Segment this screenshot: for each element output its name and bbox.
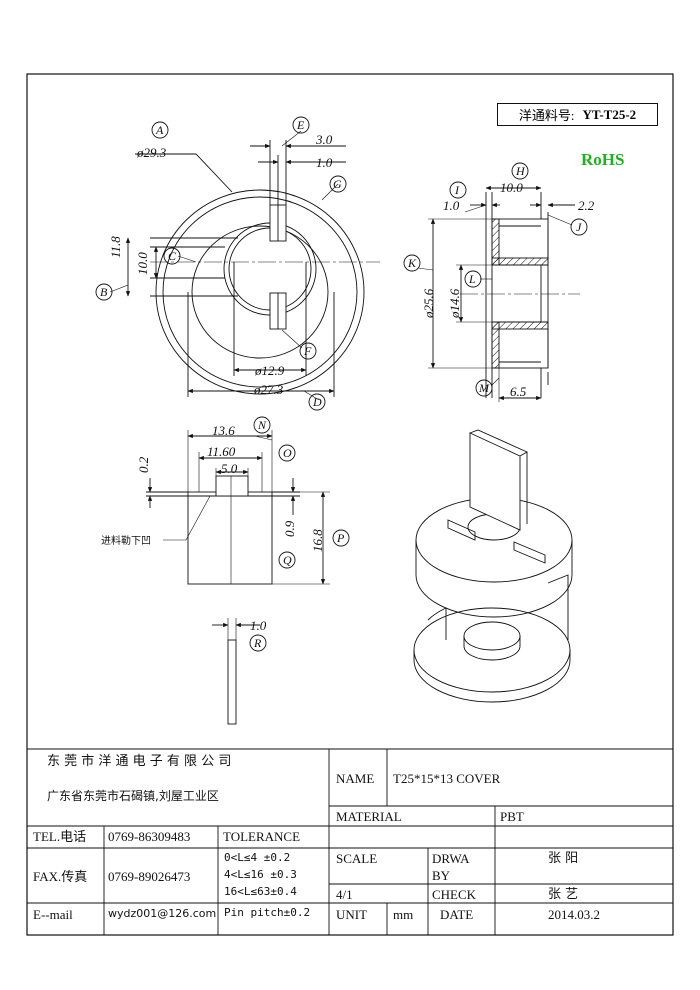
letter-j: J [576, 220, 582, 234]
letter-m: M [479, 381, 489, 395]
material-value: PBT [500, 809, 524, 824]
pin-pitch: Pin pitch±0.2 [224, 906, 311, 919]
check-label: CHECK [432, 887, 477, 902]
email-value: wydz001@126.com [108, 907, 217, 920]
note-recess: 进料勒下凹 [101, 536, 151, 547]
drawn-label: DRWA [432, 851, 470, 866]
letter-g: G [333, 177, 342, 191]
sheet-border [26, 73, 674, 936]
check-value: 张 艺 [548, 887, 579, 902]
dim-a: ø29.3 [137, 145, 167, 160]
dim-f: ø12.9 [255, 363, 285, 378]
dim-h: 10.0 [500, 180, 523, 195]
scale-value: 4/1 [336, 887, 353, 902]
company-address: 广东省东莞市石碣镇,刘屋工业区 [47, 789, 219, 803]
drawn-value: 张 阳 [548, 851, 579, 866]
scale-label: SCALE [336, 851, 378, 866]
dim-k: ø25.6 [421, 288, 436, 318]
dim-o: 11.60 [207, 444, 236, 459]
top-view [95, 116, 380, 411]
date-value: 2014.03.2 [548, 907, 600, 922]
dim-t: 0.2 [136, 456, 151, 473]
part-number: YT-T25-2 [582, 106, 637, 122]
tolerance-1: 0<L≤4 ±0.2 [224, 851, 291, 864]
name-value: T25*15*13 COVER [393, 771, 501, 786]
company-name: 东 莞 市 洋 通 电 子 有 限 公 司 [47, 754, 232, 769]
letter-k: K [408, 256, 417, 270]
material-label: MATERIAL [336, 809, 402, 824]
letter-i: I [455, 183, 459, 197]
dim-m: 6.5 [510, 384, 527, 399]
pin-view [212, 618, 267, 725]
letter-l: L [469, 272, 476, 286]
tel-label: TEL.电话 [33, 829, 87, 844]
letter-e: E [297, 118, 305, 132]
letter-h: H [516, 164, 525, 178]
date-label: DATE [440, 907, 474, 922]
unit-value: mm [393, 907, 414, 922]
letter-f: F [304, 344, 312, 358]
unit-label: UNIT [336, 907, 368, 922]
side-view [403, 162, 588, 402]
letter-b: B [100, 285, 108, 299]
tel-value: 0769-86309483 [108, 829, 191, 844]
dim-s: 5.0 [221, 461, 238, 476]
part-label: 洋通料号: [518, 108, 575, 123]
dim-i: 1.0 [443, 198, 460, 213]
tolerance-2: 4<L≤16 ±0.3 [224, 868, 297, 881]
dim-c: 10.0 [135, 252, 150, 275]
dim-r: 1.0 [250, 618, 267, 633]
dim-b: 11.8 [108, 236, 123, 258]
rohs-mark: RoHS [581, 150, 625, 169]
letter-a: A [156, 123, 164, 137]
fax-value: 0769-89026473 [108, 869, 191, 884]
part-number-box: 洋通料号: YT-T25-2 [497, 103, 658, 126]
letter-n: N [258, 418, 267, 432]
letter-r: R [254, 636, 262, 650]
letter-d: D [313, 395, 322, 409]
tolerance-label: TOLERANCE [223, 829, 301, 844]
dim-e: 3.0 [316, 132, 333, 147]
fax-label: FAX.传真 [33, 869, 88, 884]
letter-o: O [283, 446, 292, 460]
tolerance-3: 16<L≤63±0.4 [224, 885, 297, 898]
front-view [146, 416, 350, 585]
letter-c: C [168, 249, 177, 263]
dim-l: ø14.6 [447, 288, 462, 318]
name-label: NAME [336, 771, 375, 786]
drawn-label-2: BY [432, 868, 451, 883]
dim-q: 0.9 [282, 520, 297, 537]
dim-p: 16.8 [310, 529, 325, 552]
dim-d: ø27.3 [254, 382, 284, 397]
isometric-view [413, 429, 573, 703]
dim-n: 13.6 [212, 423, 235, 438]
title-block-grid [27, 748, 673, 935]
email-label: E--mail [33, 907, 73, 922]
dim-g: 1.0 [316, 155, 333, 170]
letter-p: P [337, 531, 345, 545]
dim-j: 2.2 [578, 198, 595, 213]
letter-q: Q [283, 553, 292, 567]
